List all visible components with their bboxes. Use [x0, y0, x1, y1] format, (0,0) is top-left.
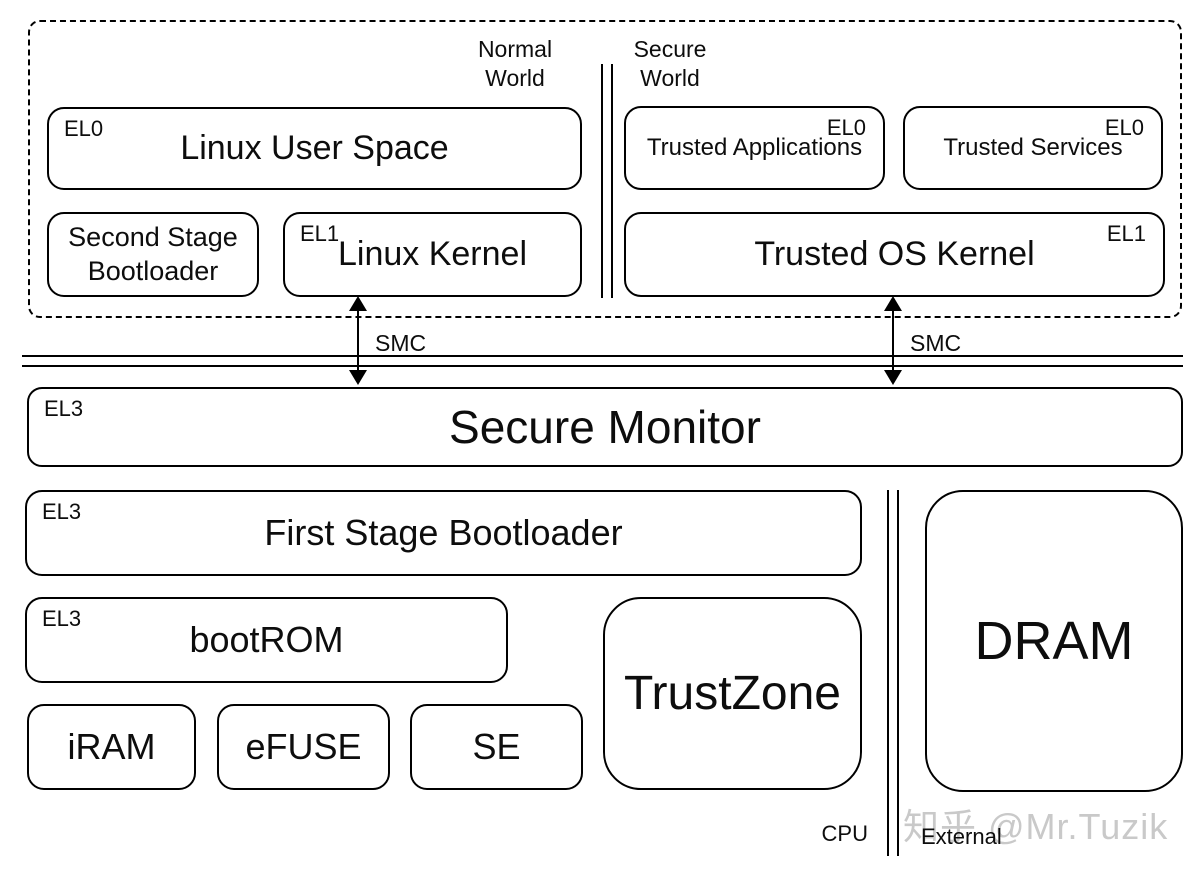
- el1-label: EL1: [1106, 221, 1146, 246]
- linux-user-space-box: EL0 Linux User Space: [47, 107, 582, 190]
- first-stage-bootloader-title: First Stage Bootloader: [264, 512, 623, 553]
- el0-label: EL0: [826, 115, 866, 140]
- trusted-services-box: EL0 Trusted Services: [903, 106, 1163, 190]
- arrow-down-head: [884, 370, 902, 385]
- cpu-external-divider-line-2: [897, 490, 899, 856]
- smc-arrow-left: [349, 296, 367, 385]
- cpu-external-divider-line-1: [887, 490, 889, 856]
- smc-label-left: SMC: [375, 330, 427, 356]
- el3-label: EL3: [42, 606, 82, 631]
- arrow-shaft: [356, 307, 359, 374]
- linux-kernel-title: Linux Kernel: [337, 235, 527, 273]
- external-label: External: [921, 824, 1002, 849]
- trusted-services-title: Trusted Services: [943, 134, 1123, 161]
- worlds-frame: Normal World Secure World EL0 Linux User…: [28, 20, 1182, 318]
- secure-world-label: Secure World: [633, 36, 707, 92]
- bootrom-title: bootROM: [189, 619, 344, 660]
- trusted-applications-box: EL0 Trusted Applications: [624, 106, 885, 190]
- arrow-up-head: [884, 296, 902, 311]
- world-divider-line-2: [611, 64, 613, 298]
- monitor-boundary-line-2: [22, 365, 1183, 367]
- bootrom-box: EL3 bootROM: [25, 597, 508, 683]
- first-stage-bootloader-box: EL3 First Stage Bootloader: [25, 490, 862, 576]
- linux-user-space-title: Linux User Space: [180, 129, 449, 167]
- el0-label: EL0: [64, 116, 104, 141]
- world-divider-line-1: [601, 64, 603, 298]
- smc-label-right: SMC: [910, 330, 962, 356]
- se-title: SE: [472, 726, 521, 767]
- el3-label: EL3: [42, 499, 82, 524]
- arrow-shaft: [891, 307, 894, 374]
- linux-kernel-box: EL1 Linux Kernel: [283, 212, 582, 297]
- secure-monitor-box: EL3 Secure Monitor: [27, 387, 1183, 467]
- trustzone-title: TrustZone: [624, 667, 841, 720]
- second-stage-bootloader-title: Second Stage Bootloader: [68, 221, 238, 286]
- iram-box: iRAM: [27, 704, 196, 790]
- arrow-down-head: [349, 370, 367, 385]
- trusted-os-kernel-box: EL1 Trusted OS Kernel: [624, 212, 1165, 297]
- watermark: 知乎 @Mr.Tuzik: [903, 806, 1169, 847]
- el1-label: EL1: [300, 221, 340, 246]
- smc-arrow-right: [884, 296, 902, 385]
- dram-box: DRAM: [925, 490, 1183, 792]
- normal-world-label: Normal World: [477, 36, 553, 92]
- second-stage-bootloader-box: Second Stage Bootloader: [47, 212, 259, 297]
- se-box: SE: [410, 704, 583, 790]
- dram-title: DRAM: [974, 611, 1134, 671]
- efuse-title: eFUSE: [245, 726, 362, 767]
- arrow-up-head: [349, 296, 367, 311]
- trusted-os-kernel-title: Trusted OS Kernel: [754, 235, 1035, 273]
- el0-label: EL0: [1104, 115, 1144, 140]
- monitor-boundary-line-1: [22, 355, 1183, 357]
- cpu-label: CPU: [821, 821, 868, 846]
- el3-label: EL3: [44, 396, 84, 421]
- iram-title: iRAM: [67, 726, 156, 767]
- efuse-box: eFUSE: [217, 704, 390, 790]
- trusted-applications-title: Trusted Applications: [646, 134, 863, 161]
- trustzone-box: TrustZone: [603, 597, 862, 790]
- secure-monitor-title: Secure Monitor: [449, 401, 761, 453]
